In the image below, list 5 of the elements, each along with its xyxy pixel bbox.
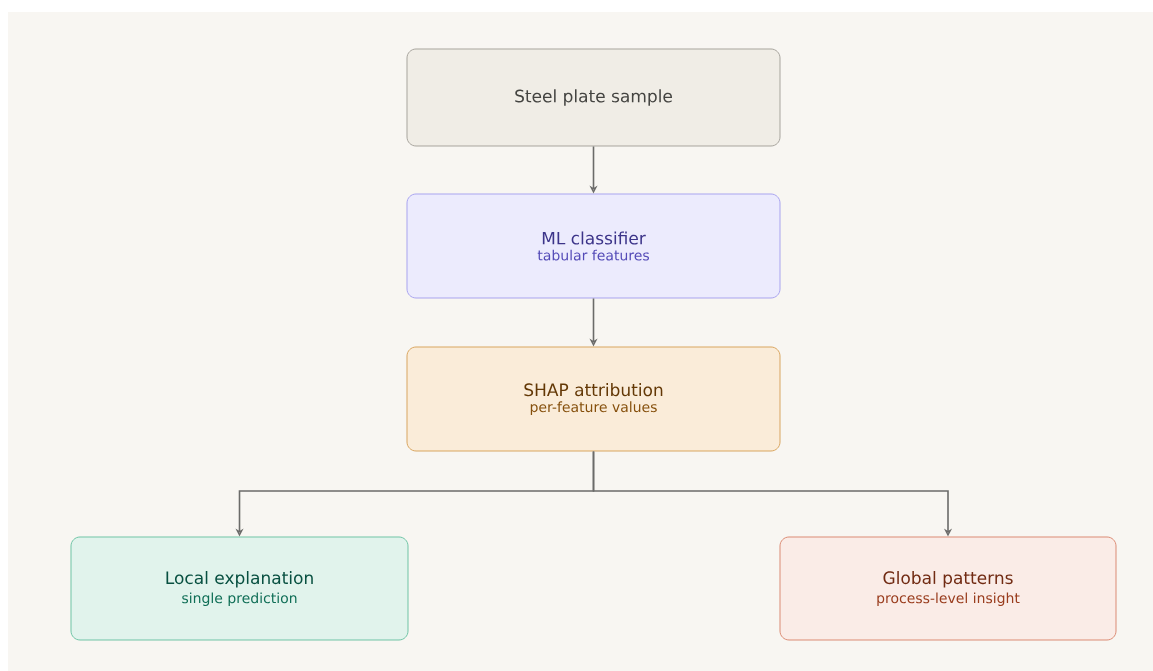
process-box: ML classifier tabular features	[406, 193, 781, 299]
process-box: SHAP attribution per-feature values	[406, 346, 781, 452]
process-box: Global patterns process-level insight	[779, 536, 1117, 641]
process-box: Local explanation single prediction	[70, 536, 409, 641]
process-box: Steel plate sample	[406, 48, 781, 147]
